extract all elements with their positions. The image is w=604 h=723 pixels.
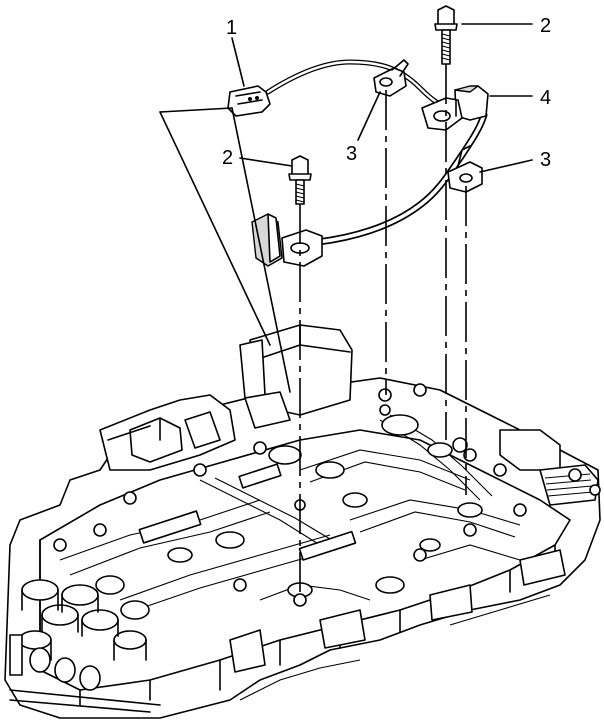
callout-3-left: 3 [346,143,357,165]
bolt-left [288,155,312,205]
callout-leaders [231,23,533,173]
clip-right [447,145,483,193]
harness-connector [227,85,271,117]
callout-2-right: 2 [540,15,551,37]
callout-labels: 1 2 2 3 3 4 [222,15,551,171]
callout-1: 1 [226,17,237,39]
callout-2-left: 2 [222,147,233,169]
valve-body [4,324,601,719]
wiring-harness [265,59,488,246]
callout-4: 4 [540,87,551,109]
callout-3-right: 3 [540,149,551,171]
clip-left [373,59,409,97]
alignment-lines [159,64,467,595]
left-sensor [251,213,323,267]
bolt-right [434,5,458,65]
